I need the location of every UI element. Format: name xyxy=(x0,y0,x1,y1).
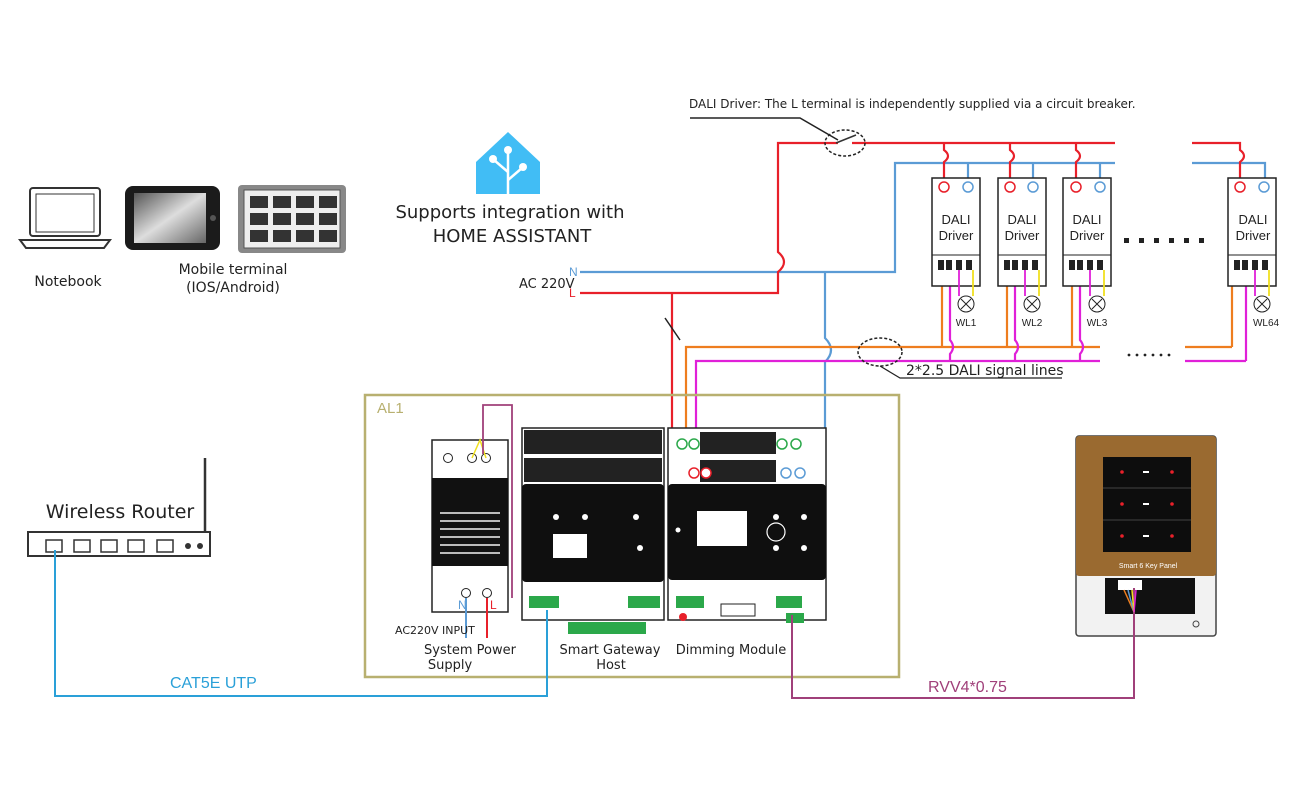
power-supply-module xyxy=(431,439,509,613)
psu-input-label: AC220V INPUT xyxy=(395,624,475,637)
note-leader xyxy=(690,117,839,141)
more-drivers-dots xyxy=(1124,238,1204,243)
tablet-icon xyxy=(125,186,220,250)
lamp-label-2: WL2 xyxy=(1022,318,1043,329)
lamp-label-64: WL64 xyxy=(1253,318,1280,329)
driver-3-output xyxy=(1089,270,1105,296)
cat5e-cable xyxy=(54,550,548,697)
driver-3-line2: Driver xyxy=(1070,228,1105,243)
gateway-label-1: Smart Gateway xyxy=(560,643,661,658)
driver-64-line1: DALI xyxy=(1239,212,1268,227)
lamp-icon-2 xyxy=(1023,295,1041,313)
cat5e-label: CAT5E UTP xyxy=(170,675,257,692)
ha-text-1: Supports integration with xyxy=(395,202,624,223)
notebook-icon xyxy=(18,187,112,249)
more-lines-dots xyxy=(1127,353,1171,357)
lamp-icon-3 xyxy=(1088,295,1106,313)
ac-label: AC 220V xyxy=(519,277,575,292)
psu-l-label: L xyxy=(490,598,497,612)
driver-2-line1: DALI xyxy=(1008,212,1037,227)
driver-3-line1: DALI xyxy=(1073,212,1102,227)
lamp-label-1: WL1 xyxy=(956,318,977,329)
breaker-note: DALI Driver: The L terminal is independe… xyxy=(689,97,1136,111)
rvv-label: RVV4*0.75 xyxy=(928,679,1007,696)
rvv-cable xyxy=(791,588,1135,699)
driver-64-line2: Driver xyxy=(1236,228,1271,243)
router-icon xyxy=(27,458,211,557)
gateway-module xyxy=(521,427,665,634)
ha-text-2: HOME ASSISTANT xyxy=(433,226,593,247)
home-assistant-icon xyxy=(476,132,540,194)
psu-label-2: Supply xyxy=(428,658,473,673)
driver-1-line1: DALI xyxy=(942,212,971,227)
psu-n-label: N xyxy=(458,598,467,612)
live-label: L xyxy=(569,286,576,300)
enclosure-label: AL1 xyxy=(377,400,404,417)
psu-output-wire xyxy=(471,437,487,459)
panel-label: Smart 6 Key Panel xyxy=(1119,563,1178,570)
lamp-label-3: WL3 xyxy=(1087,318,1108,329)
psu-to-gateway-wire xyxy=(482,404,513,598)
router-label: Wireless Router xyxy=(46,501,195,523)
dimming-label: Dimming Module xyxy=(676,643,786,658)
touch-panel-icon xyxy=(238,185,346,253)
dali-driver-1: DALI Driver xyxy=(931,177,981,287)
driver-1-output xyxy=(958,270,974,296)
enclosure-al1 xyxy=(363,393,901,679)
gateway-label-2: Host xyxy=(596,658,626,673)
mobile-label-1: Mobile terminal xyxy=(179,262,288,278)
dimming-module xyxy=(667,427,827,623)
driver-2-output xyxy=(1024,270,1040,296)
smart-key-panel[interactable] xyxy=(1075,435,1217,637)
dali-leader xyxy=(879,365,1062,379)
mobile-label-2: (IOS/Android) xyxy=(186,280,280,296)
gateway-breaker-icon xyxy=(664,317,681,341)
dali-driver-64: DALI Driver xyxy=(1227,177,1277,287)
panel-bus-wires xyxy=(1123,589,1137,613)
psu-label-1: System Power xyxy=(424,643,517,658)
driver-2-line2: Driver xyxy=(1005,228,1040,243)
neutral-line xyxy=(580,161,1267,478)
dali-signal-label: 2*2.5 DALI signal lines xyxy=(906,363,1064,379)
lamp-icon-1 xyxy=(957,295,975,313)
dali-driver-2: DALI Driver xyxy=(997,177,1047,287)
lamp-icon-64 xyxy=(1253,295,1271,313)
dali-line-marker xyxy=(857,337,903,367)
notebook-label: Notebook xyxy=(34,274,102,290)
driver-64-output xyxy=(1254,270,1270,296)
dali-driver-3: DALI Driver xyxy=(1062,177,1112,287)
driver-1-line2: Driver xyxy=(939,228,974,243)
neutral-label: N xyxy=(569,265,578,279)
circuit-breaker-icon xyxy=(820,129,866,157)
